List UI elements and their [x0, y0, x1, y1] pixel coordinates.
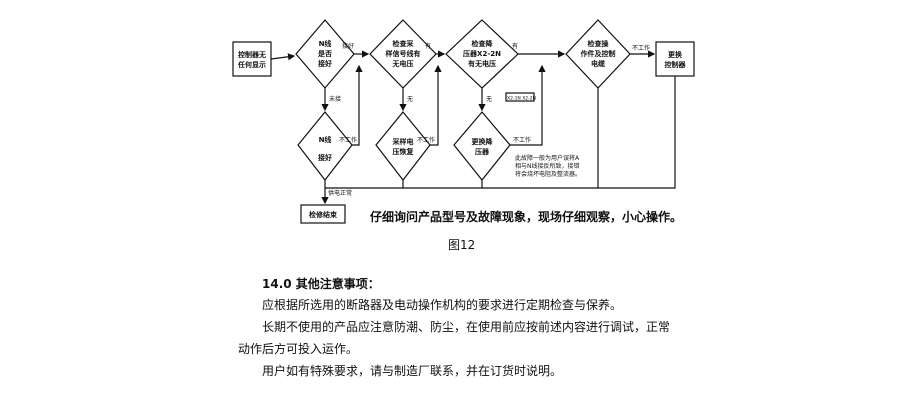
edge-label-d5-down: 供电正常: [328, 189, 352, 197]
d6-label-1: 采样电: [392, 137, 414, 146]
figure-label: 图12: [448, 238, 476, 252]
d4-label-2: 作件及控制: [581, 49, 616, 58]
replace-controller-box: [655, 41, 695, 77]
decision-sample-voltage-restored: [375, 111, 431, 181]
d1-label-1: N线: [319, 39, 332, 48]
note-line-1: 此故障一般为用户误将A: [515, 154, 580, 162]
d3-label-3: 有无电压: [468, 59, 496, 68]
figure-caption: 仔细询问产品型号及故障现象，现场仔细观察，小心操作。: [370, 210, 683, 224]
edge-d7-loop: [510, 64, 546, 146]
edge-label-d5-right: 不工作: [339, 136, 357, 144]
edge-label-d1-right: 接好: [342, 42, 354, 50]
paragraph-2: 长期不使用的产品应注意防潮、防尘，在使用前应按前述内容进行调试，正常: [262, 320, 671, 334]
edge-label-d1-down: 未接: [329, 95, 341, 103]
d2-label-1: 检查采: [393, 39, 415, 48]
edge-label-d4-right: 不工作: [632, 44, 650, 52]
d6-label-2: 压恢复: [393, 147, 415, 156]
edge-label-d2-right: 有: [425, 42, 431, 50]
edge-start-d1: [270, 53, 296, 61]
d2-label-2: 样信号线有: [386, 49, 421, 58]
paragraph-1: 应根据所选用的断路器及电动操作机构的要求进行定期检查与保养。: [262, 298, 623, 312]
paragraph-4: 用户如有特殊要求，请与制造厂联系，并在订货时说明。: [262, 364, 563, 378]
d3-label-2: 压器X2-2N: [463, 49, 501, 58]
edge-label-d3-right: 有: [512, 42, 518, 50]
terminal-box-label: X2-1N X2-2N: [507, 96, 536, 102]
decision-n-line-fixed: [297, 111, 353, 181]
d4-label-1: 检查操: [588, 39, 610, 48]
start-box: [232, 41, 272, 77]
edge-d5-loop: [352, 64, 363, 146]
edge-label-d2-down: 无: [407, 96, 413, 103]
replace-label-2: 控制器: [665, 60, 687, 69]
edge-label-d3-down: 无: [486, 96, 492, 103]
section-title: 14.0 其他注意事项：: [262, 277, 380, 291]
d1-label-2: 是否: [317, 49, 332, 58]
replace-label-1: 更换: [668, 50, 683, 59]
d7-label-2: 压器: [475, 147, 490, 156]
edge-label-d6-right: 不工作: [417, 136, 435, 144]
d5-label-2: 接好: [318, 153, 332, 162]
end-label: 检修结束: [309, 210, 338, 219]
d3-label-1: 检查降: [472, 39, 494, 48]
note-line-2: 相与N线接反所致，接错: [515, 162, 580, 170]
d1-label-3: 接好: [318, 59, 332, 68]
note-line-3: 将会烧坏电阻及整流器。: [515, 170, 581, 178]
end-box: [300, 204, 346, 224]
start-label-2: 任何显示: [237, 60, 266, 69]
d2-label-3: 无电压: [392, 59, 414, 68]
start-label-1: 控制器无: [238, 50, 266, 59]
d5-label-1: N线: [319, 135, 332, 144]
d7-label-1: 更换降: [472, 137, 494, 146]
edge-d6-loop: [430, 64, 442, 146]
paragraph-3: 动作后方可投入运作。: [238, 342, 359, 356]
edge-label-d7-right: 不工作: [513, 136, 531, 144]
d4-label-3: 电缆: [591, 59, 605, 68]
terminal-box: [505, 92, 535, 102]
decision-replace-transformer: [453, 111, 511, 181]
edge-return-bottom: [402, 76, 676, 189]
